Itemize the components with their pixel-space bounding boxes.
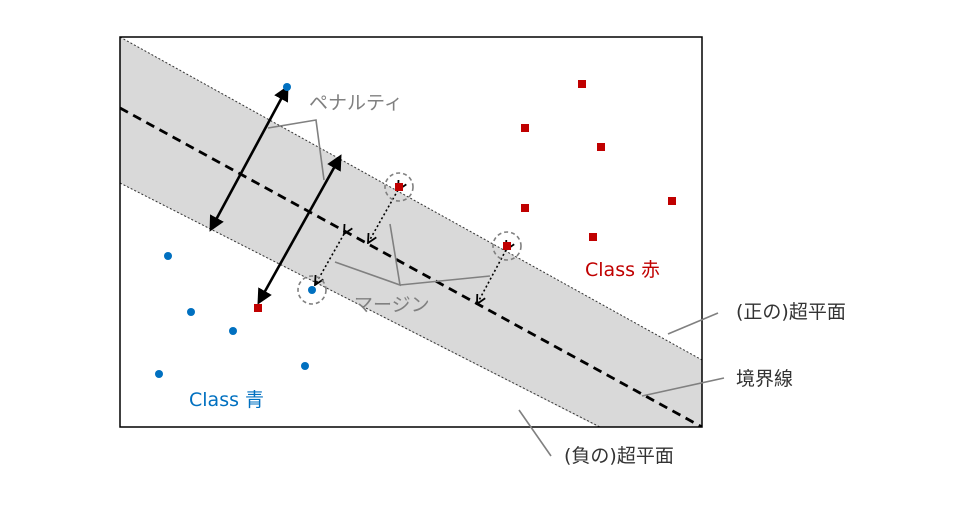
red-point [668,197,676,205]
positive-hyperplane-line [120,37,702,361]
blue-point [301,362,309,370]
blue-point [164,252,172,260]
blue-point [155,370,163,378]
blue-point [308,286,316,294]
margin-label: マージン [354,294,430,316]
positive-hyperplane-label: (正の)超平面 [736,301,846,323]
penalty-arrow-short [257,154,342,305]
blue-point [187,308,195,316]
negative-hyperplane-leader [518,409,552,457]
red-point [589,233,597,241]
red-point [254,304,262,312]
support-vector-circle-red-1 [384,172,414,202]
class-blue-label: Class 青 [189,389,264,411]
class-red-label: Class 赤 [585,259,660,281]
boundary-label: 境界線 [736,368,793,390]
margin-arrow-2 [315,234,344,285]
blue-point [283,83,291,91]
support-vector-circle-red-2 [492,231,522,261]
red-point [503,242,511,250]
red-point [521,124,529,132]
negative-hyperplane-label: (負の)超平面 [564,445,674,467]
margin-leader-right [399,275,491,286]
margin-arrow-3 [477,250,506,304]
plot-frame [119,36,703,428]
negative-hyperplane-line [120,182,601,427]
penalty-label: ペナルティ [309,92,403,114]
red-class-points [254,80,676,312]
penalty-arrow-long [209,85,289,232]
margin-band [120,37,702,427]
penalty-leader [267,119,325,181]
blue-point [229,327,237,335]
support-vector-circle-blue [297,275,327,305]
boundary-leader [641,377,725,397]
red-point [521,204,529,212]
red-point [395,183,403,191]
red-point [597,143,605,151]
positive-hyperplane-leader [667,312,719,335]
blue-class-points [155,83,316,378]
red-point [578,80,586,88]
